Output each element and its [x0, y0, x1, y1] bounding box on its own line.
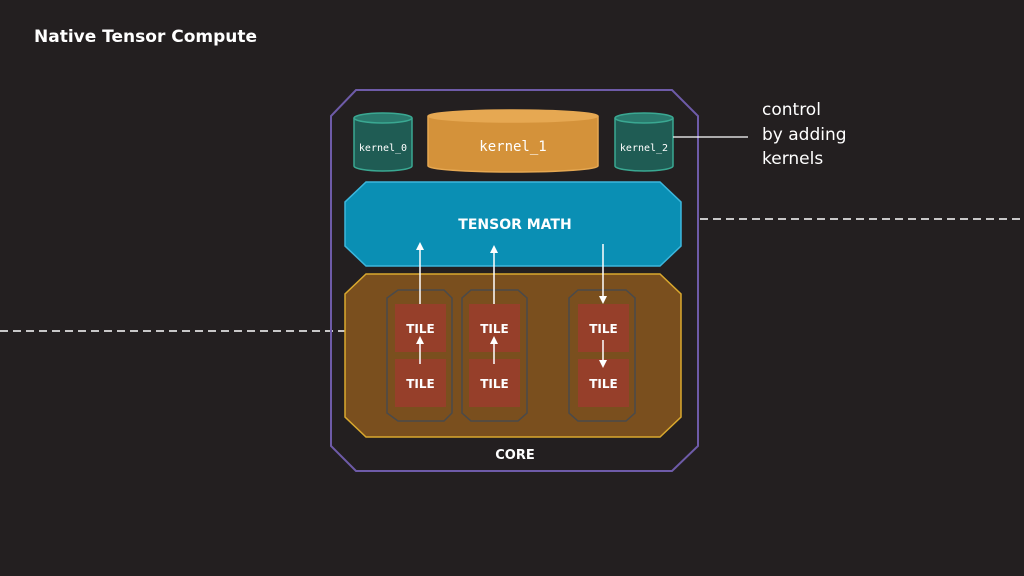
- tensor-math-label: TENSOR MATH: [458, 217, 571, 233]
- annotation-line-2: by adding: [762, 125, 847, 145]
- kernel-2-cylinder: kernel_2: [614, 112, 674, 172]
- kernel-0-label: kernel_0: [359, 143, 407, 154]
- chip-outer-border: [330, 89, 699, 472]
- core-label: CORE: [495, 448, 534, 463]
- svg-text:TILE: TILE: [406, 322, 435, 336]
- tile-2-bottom: TILE: [469, 359, 520, 407]
- tile-group-1: [386, 289, 453, 422]
- kernel-0-cylinder: kernel_0: [353, 112, 413, 172]
- tensor-math-block: [344, 181, 682, 267]
- tile-3-top: TILE: [578, 304, 629, 352]
- svg-text:TILE: TILE: [589, 377, 618, 391]
- svg-text:TILE: TILE: [480, 322, 509, 336]
- annotation-line-3: kernels: [762, 149, 823, 169]
- tile-3-bottom: TILE: [578, 359, 629, 407]
- page-title: Native Tensor Compute: [34, 27, 257, 47]
- kernel-2-label: kernel_2: [620, 143, 668, 154]
- tile-1-bottom: TILE: [395, 359, 446, 407]
- svg-text:TILE: TILE: [480, 377, 509, 391]
- kernel-1-label: kernel_1: [479, 139, 546, 155]
- annotation-line-1: control: [762, 100, 821, 120]
- svg-text:TILE: TILE: [589, 322, 618, 336]
- kernel-1-cylinder: kernel_1: [427, 109, 599, 173]
- svg-text:TILE: TILE: [406, 377, 435, 391]
- core-block: [344, 273, 682, 438]
- tile-group-2: [461, 289, 528, 422]
- tile-group-3: [568, 289, 636, 422]
